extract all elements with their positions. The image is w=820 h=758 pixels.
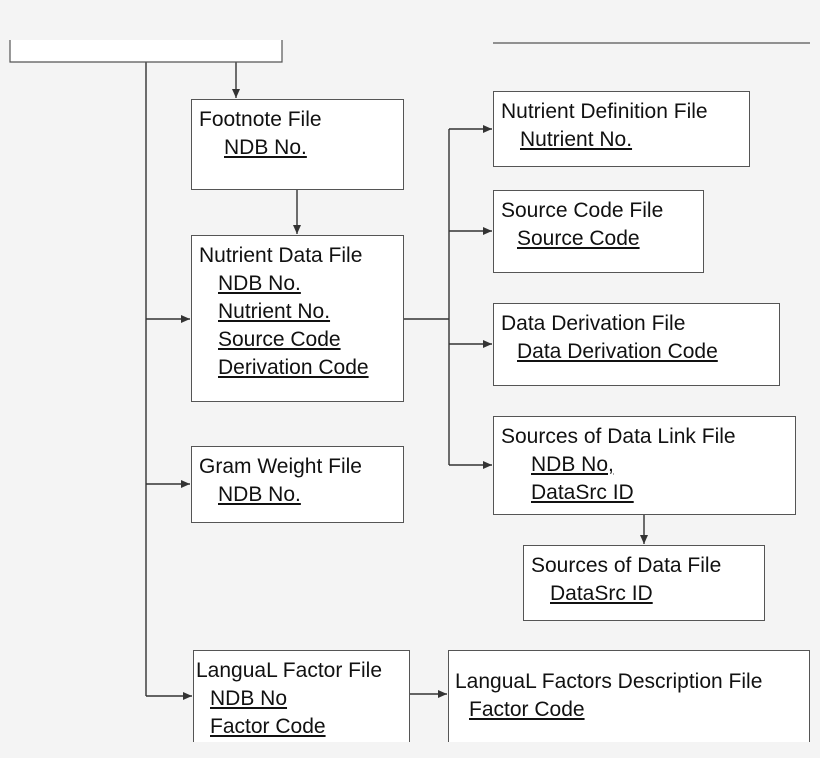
langual-factors-description-key-factor-code: Factor Code [469, 698, 585, 721]
gram-weight-key-ndb: NDB No. [218, 483, 301, 506]
nutrient-definition-key-nutrient-no: Nutrient No. [520, 128, 633, 151]
langual-factor-file-box: LanguaL Factor File NDB No Factor Code [193, 650, 410, 742]
langual-factors-description-file-title: LanguaL Factors Description File [455, 670, 763, 693]
nutrient-data-key-source-code: Source Code [218, 328, 341, 351]
langual-factor-file-title: LanguaL Factor File [196, 659, 382, 682]
nutrient-definition-file-title: Nutrient Definition File [501, 100, 708, 123]
footnote-key-ndb: NDB No. [224, 136, 307, 159]
sources-of-data-file-title: Sources of Data File [531, 554, 722, 577]
data-derivation-key: Data Derivation Code [517, 340, 718, 363]
nutrient-data-key-derivation-code: Derivation Code [218, 356, 369, 379]
gram-weight-file-title: Gram Weight File [199, 455, 362, 478]
data-derivation-file-title: Data Derivation File [501, 312, 686, 335]
nutrient-data-key-nutrient-no: Nutrient No. [218, 300, 331, 323]
source-code-file-box: Source Code File Source Code [493, 190, 704, 273]
langual-factors-description-file-box: LanguaL Factors Description File Factor … [448, 650, 810, 742]
nutrient-definition-file-box: Nutrient Definition File Nutrient No. [493, 91, 750, 167]
footnote-file-title: Footnote File [199, 108, 322, 131]
langual-factor-key-ndb: NDB No [210, 687, 288, 710]
top-left-partial-box [9, 40, 283, 63]
sources-of-data-file-box: Sources of Data File DataSrc ID [523, 545, 765, 621]
nutrient-data-file-box: Nutrient Data File NDB No. Nutrient No. … [191, 235, 404, 402]
sources-of-data-key-datasrc: DataSrc ID [550, 582, 653, 605]
gram-weight-file-box: Gram Weight File NDB No. [191, 446, 404, 523]
nutrient-data-file-title: Nutrient Data File [199, 244, 363, 267]
sources-of-data-link-key-ndb: NDB No, [531, 453, 614, 476]
source-code-key: Source Code [517, 227, 640, 250]
sources-of-data-link-key-datasrc: DataSrc ID [531, 481, 634, 504]
sources-of-data-link-file-box: Sources of Data Link File NDB No, DataSr… [493, 416, 796, 515]
footnote-file-box: Footnote File NDB No. [191, 99, 404, 190]
source-code-file-title: Source Code File [501, 199, 664, 222]
langual-factor-key-factor-code: Factor Code [210, 715, 326, 738]
nutrient-data-key-ndb: NDB No. [218, 272, 301, 295]
sources-of-data-link-file-title: Sources of Data Link File [501, 425, 736, 448]
data-derivation-file-box: Data Derivation File Data Derivation Cod… [493, 303, 780, 386]
